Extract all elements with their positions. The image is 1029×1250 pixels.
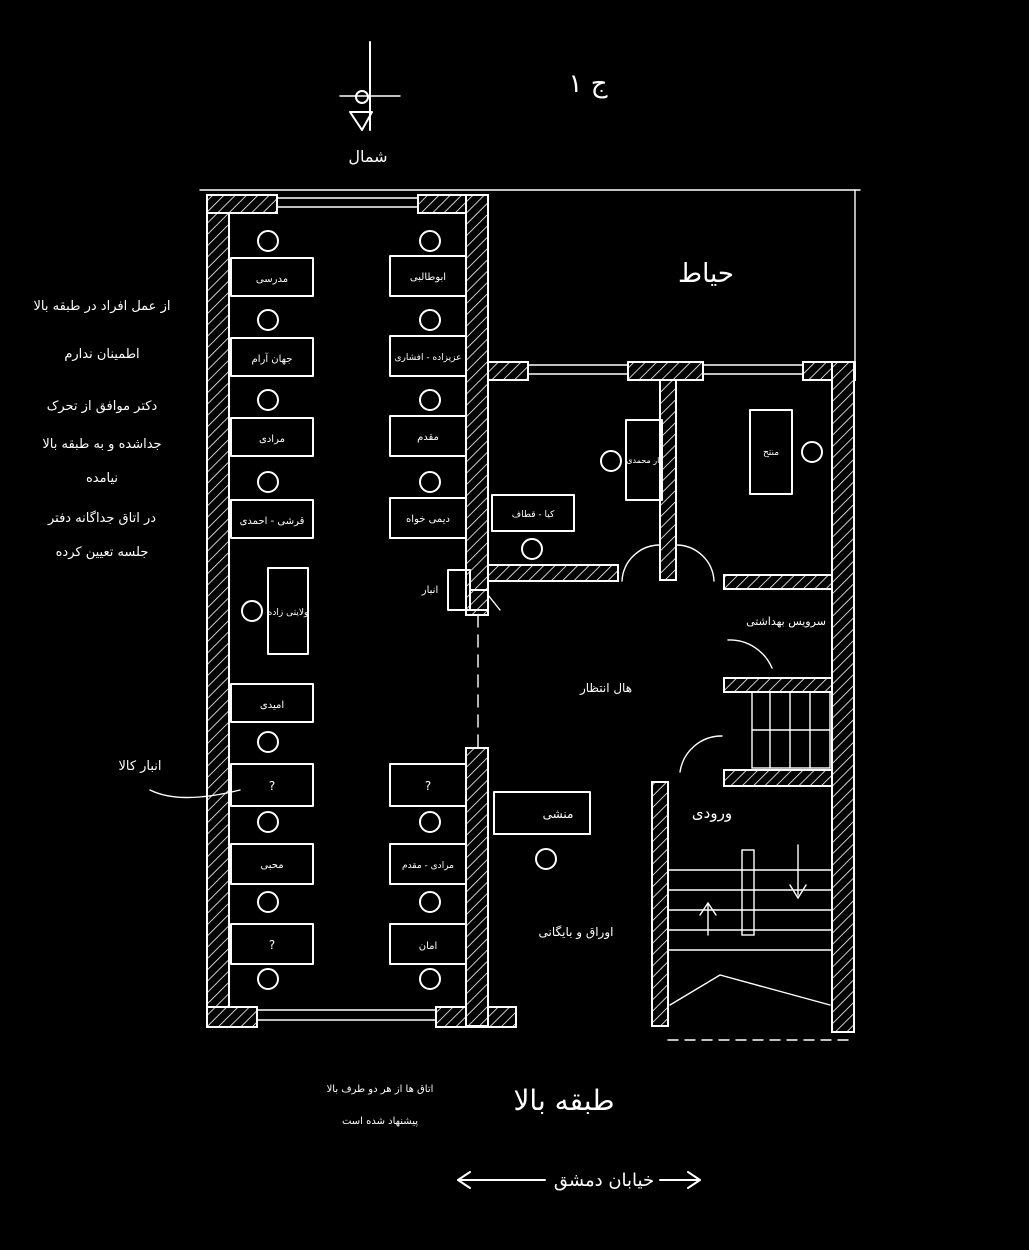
desk-label: امیدی: [260, 700, 284, 711]
desk-label: دیمی خواه: [406, 514, 450, 525]
desk-label: مقدم: [417, 432, 439, 443]
desk-left-3: مرادی: [230, 417, 314, 493]
street-label: خیابان دمشق: [554, 1170, 654, 1191]
room-a-desks: یار محمدی کیا - قطاف: [491, 419, 663, 560]
desk-label: منتح: [763, 448, 779, 458]
windows: [256, 197, 804, 1021]
desk-label: ?: [269, 779, 275, 793]
desk-left-2: جهان آرام: [230, 337, 314, 411]
desk-label: ?: [269, 938, 275, 952]
room-b-desk: منتح: [749, 409, 823, 495]
svg-text:نیامده: نیامده: [86, 471, 118, 486]
desk-right-4: دیمی خواه: [389, 497, 467, 539]
storage-note-leader: [149, 789, 241, 799]
courtyard-label: حیاط: [678, 259, 734, 289]
desk-label: منشی: [543, 807, 574, 821]
storage-note: انبار کالا: [118, 759, 161, 774]
desk-label: قرشی - احمدی: [240, 516, 305, 527]
svg-text:جداشده و به طبقه بالا: جداشده و به طبقه بالا: [42, 437, 161, 452]
hall-label: هال انتظار: [579, 681, 632, 696]
desk-right-7: امان: [389, 923, 467, 990]
doors: [487, 544, 773, 773]
toilet-label: سرویس بهداشتی: [746, 615, 826, 628]
svg-text:در اتاق جداگانه دفتر: در اتاق جداگانه دفتر: [47, 510, 156, 526]
desk-left-8: محبی: [230, 843, 314, 913]
desk-label: مرادی: [259, 434, 285, 445]
desk-label: مرادی - مقدم: [402, 861, 454, 871]
north-arrow-icon: [339, 41, 401, 131]
svg-text:دکتر موافق از تحرک: دکتر موافق از تحرک: [47, 399, 158, 414]
desk-left-4: قرشی - احمدی: [230, 499, 314, 539]
margin-note-bottom: اتاق ها از هر دو طرف بالا پیشنهاد شده اس…: [327, 1084, 434, 1127]
desk-right-1: ابوطالبی: [389, 230, 467, 331]
store-cabinet: انبار: [421, 569, 471, 611]
desk-label: ولایتی زاده: [268, 608, 309, 618]
svg-text:جلسه تعیین کرده: جلسه تعیین کرده: [56, 545, 149, 560]
svg-text:پیشنهاد شده است: پیشنهاد شده است: [342, 1116, 418, 1127]
office-label: اوراق و بایگانی: [539, 925, 614, 940]
desk-right-6: مرادی - مقدم: [389, 843, 467, 913]
stairs: [667, 691, 851, 1041]
desk-right-2: عزیزاده - افشاری: [389, 335, 467, 411]
desk-label: ابوطالبی: [410, 272, 446, 283]
desk-label: ?: [425, 779, 431, 793]
desk-label: یار محمدی: [626, 456, 662, 465]
desk-left-1: مدرسی: [230, 230, 314, 331]
desk-label: مدرسی: [256, 274, 288, 285]
desk-label: امان: [419, 941, 438, 952]
svg-text:اطمینان ندارم: اطمینان ندارم: [64, 347, 139, 362]
street-arrow-icon: [457, 1171, 701, 1189]
page-number: ج ۱: [568, 69, 607, 99]
desk-label: جهان آرام: [252, 352, 293, 365]
desk-left-9: ?: [230, 923, 314, 990]
desk-left-5: ولایتی زاده: [241, 567, 309, 655]
svg-text:از عمل افراد در طبقه بالا: از عمل افراد در طبقه بالا: [34, 299, 171, 314]
store-label: انبار: [421, 585, 438, 596]
desk-left-7: ?: [230, 763, 314, 833]
margin-note-left: از عمل افراد در طبقه بالا اطمینان ندارم …: [34, 299, 171, 560]
secretary-desk: منشی: [493, 791, 591, 870]
entrance-label: ورودی: [692, 804, 732, 822]
north-label: شمال: [348, 147, 387, 166]
building-outline: [199, 189, 861, 363]
desk-right-5: ?: [389, 763, 467, 833]
desk-label: محبی: [260, 860, 283, 871]
desk-right-3: مقدم: [389, 415, 467, 493]
walls: [206, 194, 856, 1033]
desk-label: کیا - قطاف: [512, 510, 555, 520]
desk-label: عزیزاده - افشاری: [395, 353, 462, 363]
svg-text:اتاق ها از هر دو طرف بالا: اتاق ها از هر دو طرف بالا: [327, 1084, 434, 1095]
floor-title: طبقه بالا: [513, 1084, 614, 1117]
desk-left-6: امیدی: [230, 683, 314, 753]
